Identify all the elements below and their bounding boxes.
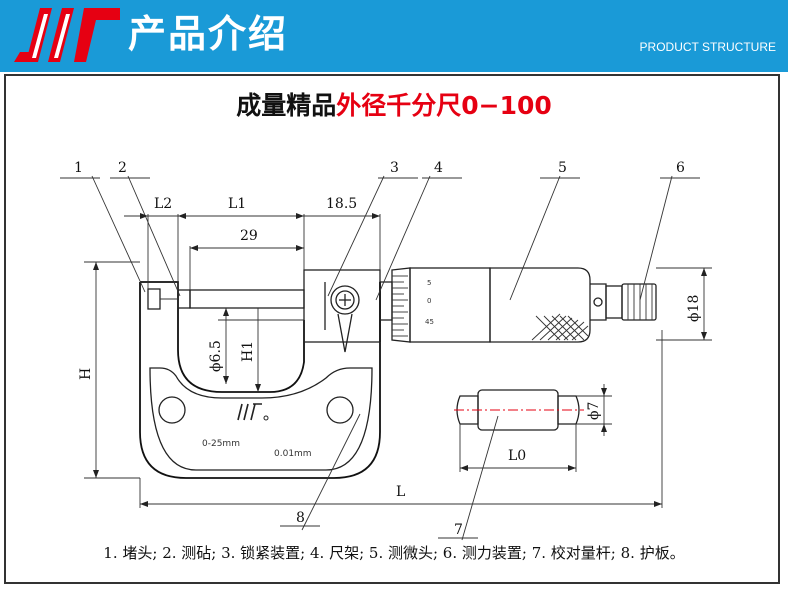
callout-2: 2: [118, 160, 127, 176]
callout-1: 1: [74, 160, 83, 176]
callout-7: 7: [454, 522, 463, 538]
callout-5: 5: [558, 160, 567, 176]
parts-legend: 1. 堵头; 2. 测砧; 3. 锁紧装置; 4. 尺架; 5. 测微头; 6.…: [103, 544, 685, 562]
dimension-lines: [84, 214, 712, 508]
frame-resolution-mark: 0.01mm: [274, 449, 312, 459]
callout-8: 8: [296, 510, 305, 526]
content-frame: [4, 74, 780, 584]
dim-l1-label: L1: [228, 196, 246, 212]
frame-body: [139, 281, 381, 479]
setting-standard: [454, 389, 584, 431]
header-banner: 产品介绍 PRODUCT STRUCTURE: [0, 0, 788, 72]
thimble-scale-45: 45: [425, 318, 434, 326]
dim-l-label: L: [396, 484, 405, 500]
dim-h-label: H: [78, 368, 94, 380]
dim-29-label: 29: [240, 228, 258, 244]
callout-6: 6: [676, 160, 685, 176]
frame-range-mark: 0-25mm: [202, 439, 240, 449]
leader-lines: [60, 175, 700, 541]
dim-phi7-label: ϕ7: [586, 402, 602, 420]
jlt-logo-icon: [14, 8, 120, 62]
heading-highlight: 外径千分尺0−100: [336, 91, 552, 120]
dim-h1-label: H1: [240, 341, 256, 362]
product-heading: 成量精品外径千分尺0−100: [0, 88, 788, 124]
thimble-scale-5: 5: [427, 279, 431, 287]
dim-phi6-5-label: ϕ6.5: [208, 340, 224, 372]
lock-device: [303, 269, 381, 353]
header-title: 产品介绍: [128, 12, 289, 56]
dim-phi18-label: ϕ18: [686, 295, 702, 322]
callout-4: 4: [434, 160, 443, 176]
dim-l0-label: L0: [508, 448, 526, 464]
callout-3: 3: [390, 160, 399, 176]
anvil: [147, 288, 305, 310]
micrometer-head: 5 0 45: [379, 267, 657, 343]
header-subtitle: PRODUCT STRUCTURE: [639, 40, 776, 54]
frame-logo-icon: [237, 403, 269, 421]
dim-18-5-label: 18.5: [326, 196, 357, 212]
thimble-scale-0: 0: [427, 297, 431, 305]
heading-prefix: 成量精品: [236, 91, 337, 120]
dim-l2-label: L2: [154, 196, 172, 212]
dimension-arrows: [93, 213, 707, 507]
